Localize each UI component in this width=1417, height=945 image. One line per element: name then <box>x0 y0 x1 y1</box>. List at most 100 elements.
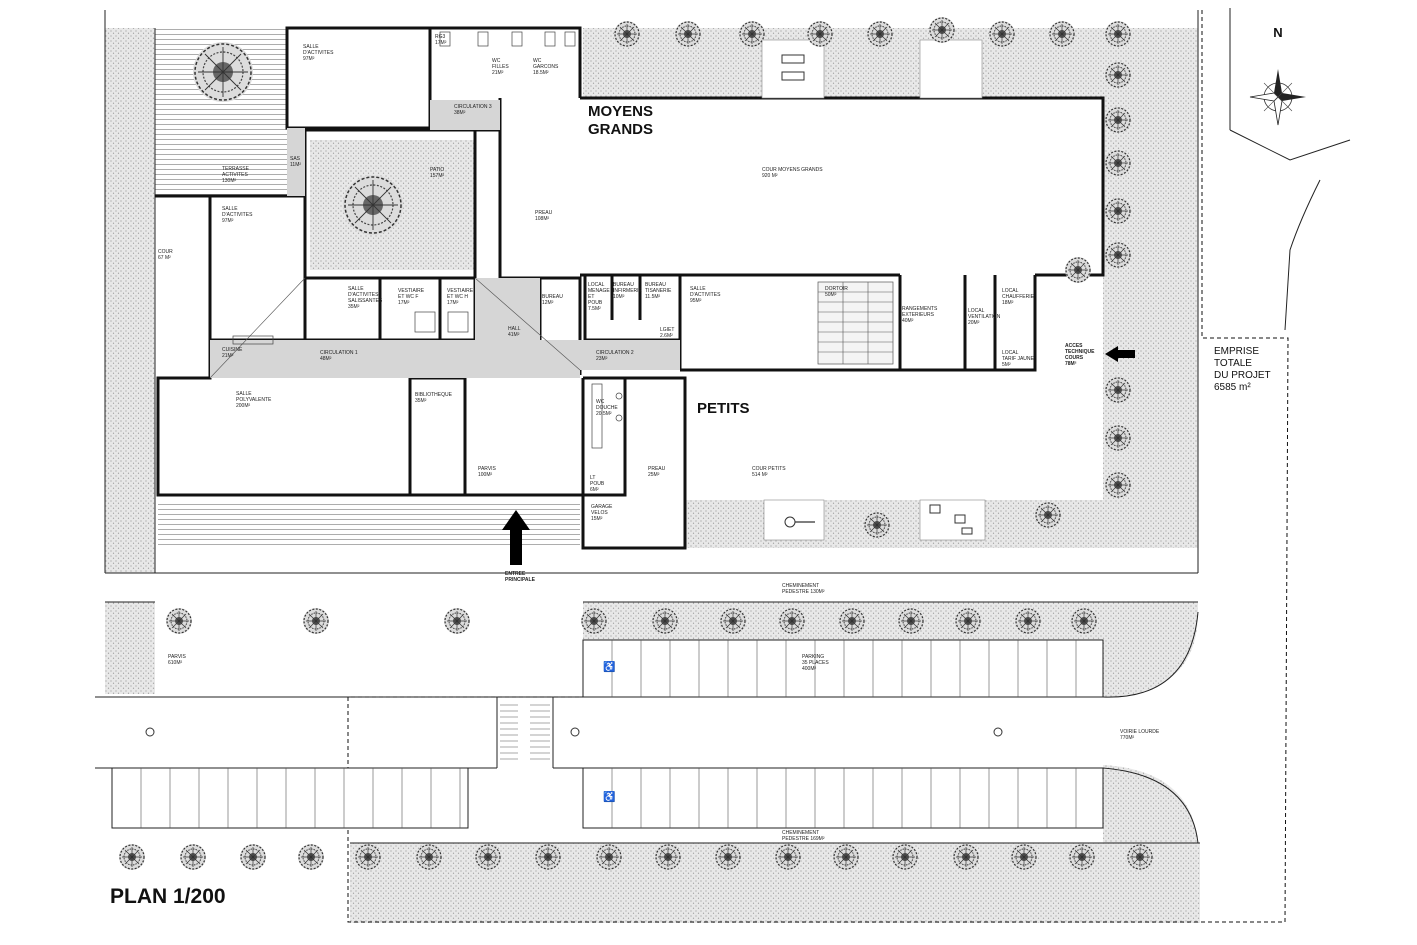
tree-icon <box>239 843 267 871</box>
big-tree-terrasse <box>192 41 254 103</box>
tree-icon <box>774 843 802 871</box>
tree-icon <box>1048 20 1076 48</box>
tree-icon <box>1104 197 1132 225</box>
zone-petits: PETITS <box>697 400 750 417</box>
tree-icon <box>118 843 146 871</box>
tree-icon <box>806 20 834 48</box>
tree-icon <box>354 843 382 871</box>
entrance-arrow-icon <box>502 510 530 565</box>
playground <box>761 39 986 541</box>
tree-icon <box>952 843 980 871</box>
tree-icon <box>1104 20 1132 48</box>
north-label: N <box>1273 25 1282 40</box>
tree-icon <box>580 607 608 635</box>
tree-icon <box>719 607 747 635</box>
emprise-line-4: 6585 m² <box>1214 382 1251 393</box>
tree-icon <box>954 607 982 635</box>
tree-icon <box>654 843 682 871</box>
tree-icon <box>928 16 956 44</box>
tree-icon <box>1104 471 1132 499</box>
tree-icon <box>1104 106 1132 134</box>
dortoir-beds <box>817 281 894 365</box>
tree-icon <box>897 607 925 635</box>
tree-icon <box>714 843 742 871</box>
tree-icon <box>838 607 866 635</box>
tree-icon <box>297 843 325 871</box>
tree-icon <box>891 843 919 871</box>
service-arrow-icon <box>1105 346 1135 362</box>
tree-icon <box>988 20 1016 48</box>
tree-icon <box>179 843 207 871</box>
tree-icon <box>1104 376 1132 404</box>
tree-icon <box>302 607 330 635</box>
tree-icon <box>1104 149 1132 177</box>
tree-icon <box>534 843 562 871</box>
tree-icon <box>1034 501 1062 529</box>
tree-icon <box>674 20 702 48</box>
accessible-parking-icon-2: ♿ <box>603 790 615 803</box>
tree-icon <box>1068 843 1096 871</box>
road <box>145 611 1199 844</box>
tree-icon <box>778 607 806 635</box>
emprise-line-2: TOTALE <box>1214 358 1252 369</box>
plan-title: PLAN 1/200 <box>110 885 226 908</box>
tree-icon <box>595 843 623 871</box>
tree-icon <box>165 607 193 635</box>
tree-icon <box>863 511 891 539</box>
tree-icon <box>1070 607 1098 635</box>
tree-icon <box>832 843 860 871</box>
tree-icon <box>866 20 894 48</box>
tree-icon <box>1064 256 1092 284</box>
tree-icon <box>1104 424 1132 452</box>
emprise-label: EMPRISE TOTALE DU PROJET 6585 m² <box>1214 346 1271 393</box>
tree-icon <box>1104 61 1132 89</box>
emprise-line-1: EMPRISE <box>1214 346 1259 357</box>
tree-icon <box>1126 843 1154 871</box>
tree-icon <box>415 843 443 871</box>
tree-icon <box>1104 241 1132 269</box>
emprise-line-3: DU PROJET <box>1214 370 1271 381</box>
big-tree-patio <box>342 174 404 236</box>
parking-stalls: ♿ ♿ <box>111 639 1104 829</box>
